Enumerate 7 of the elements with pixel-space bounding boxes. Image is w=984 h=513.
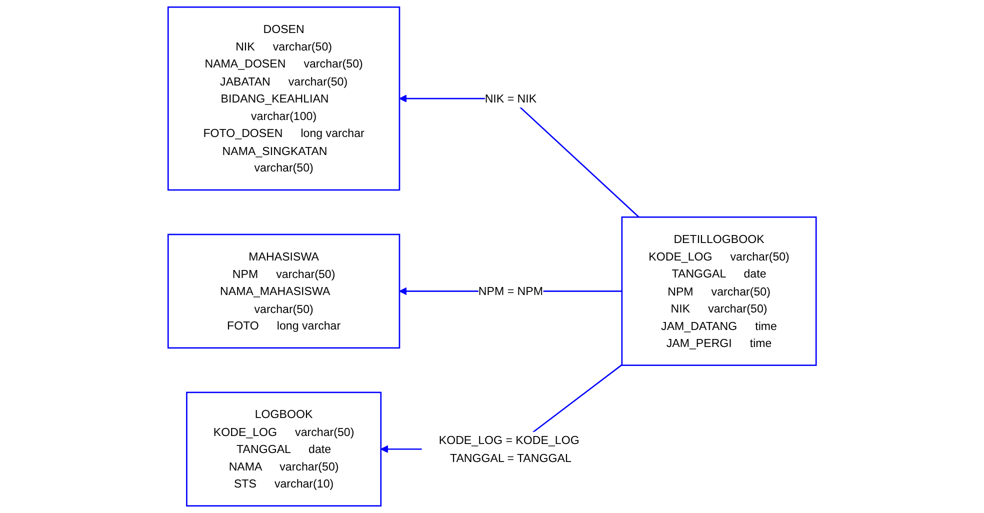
node-box: MAHASISWA NPM varchar(50) NAMA_MAHASISWA varchar(50) FOTO long varchar xyxy=(167,234,400,349)
edge-label: NIK = NIK xyxy=(484,92,536,105)
node-box: LOGBOOK KODE_LOG varchar(50) TANGGAL date NAMA varchar(50) STS varchar(10) xyxy=(186,392,382,507)
edge-label: KODE_LOG = KODE_LOG TANGGAL = TANGGAL xyxy=(438,434,580,464)
node-box: DETILLOGBOOK KODE_LOG varchar(50) TANGGAL date NPM varchar(50) NIK varchar(50) JAM_DATANG time JAM_PERGI time xyxy=(621,216,817,366)
edge-label: NPM = NPM xyxy=(478,284,543,298)
node-box: DOSEN NIK varchar(50) NAMA_DOSEN varchar(50) JABATAN varchar(50) BIDANG_KEAHLIAN varchar(100) FOTO_DOSEN long varchar NAMA_SINGKATAN varchar(50) xyxy=(167,6,400,191)
